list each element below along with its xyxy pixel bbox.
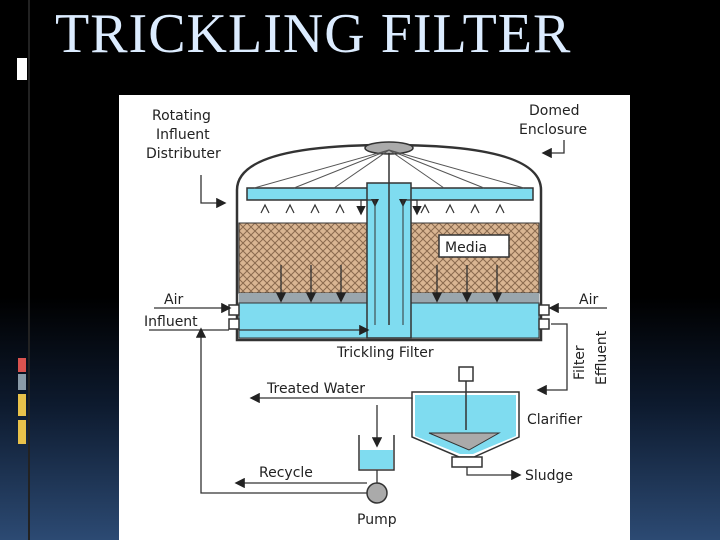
accent-gray: [18, 374, 26, 390]
label-treated-water: Treated Water: [266, 381, 365, 397]
label-filter: Filter: [572, 345, 588, 380]
pump: [366, 482, 388, 504]
label-sludge: Sludge: [525, 468, 573, 484]
label-domed-1: Domed: [529, 103, 579, 119]
label-rotating-3: Distributer: [146, 146, 221, 162]
slide-title: TRICKLING FILTER: [55, 3, 572, 65]
label-domed-2: Enclosure: [519, 122, 587, 138]
label-clarifier: Clarifier: [527, 412, 582, 428]
label-pump: Pump: [357, 512, 397, 528]
label-air-right: Air: [579, 292, 598, 308]
accent-yellow-2: [18, 420, 26, 444]
bullet-marker: [17, 58, 27, 80]
accent-yellow-1: [18, 394, 26, 416]
label-rotating-1: Rotating: [152, 108, 211, 124]
label-effluent: Effluent: [594, 330, 610, 385]
trickling-filter-diagram: Media Rotating Influent Distributer Dome…: [119, 95, 630, 540]
label-influent: Influent: [144, 314, 198, 330]
rotating-cap: [364, 141, 414, 155]
label-rotating-2: Influent: [156, 127, 210, 143]
label-media: Media: [445, 240, 487, 256]
label-recycle: Recycle: [259, 465, 313, 481]
left-strip: [28, 0, 30, 540]
label-trickling-filter: Trickling Filter: [336, 345, 434, 361]
accent-red: [18, 358, 26, 372]
label-air-left: Air: [164, 292, 183, 308]
